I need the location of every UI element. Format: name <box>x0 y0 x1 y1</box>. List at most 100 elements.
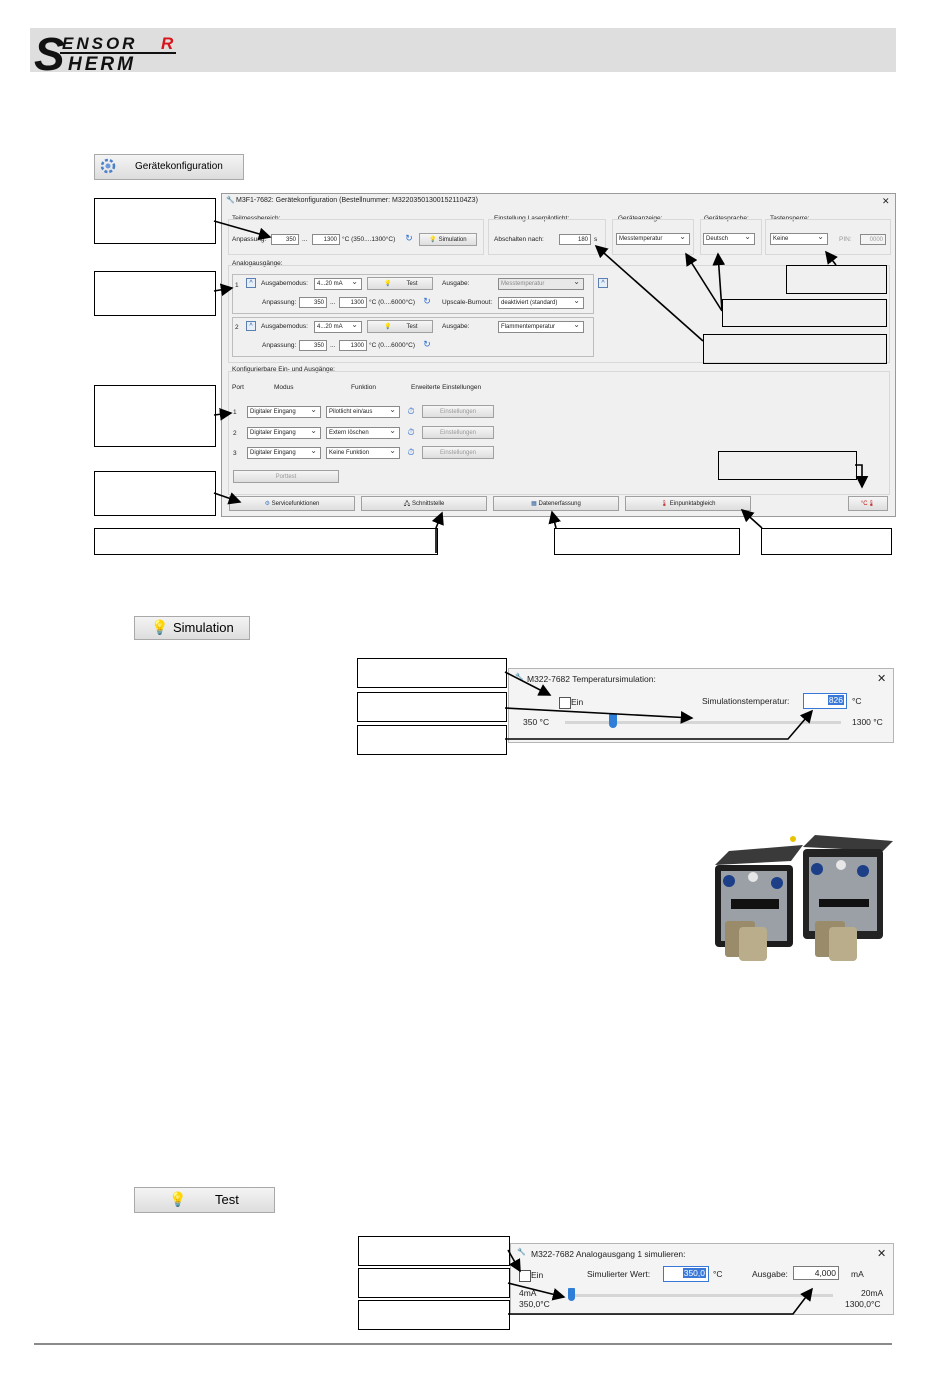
ein-label: Ein <box>531 1270 544 1280</box>
simulation-button[interactable]: 💡 Simulation <box>134 616 250 640</box>
slider-thumb[interactable] <box>568 1288 575 1301</box>
analog-2-num: 2 <box>235 324 239 331</box>
simulation-label: Simulation <box>173 620 234 635</box>
callout-box <box>358 1236 510 1266</box>
reset-icon[interactable]: ↻ <box>423 339 431 349</box>
abschalten-input[interactable]: 180 <box>559 234 591 245</box>
io-2-settings-button[interactable]: Einstellungen <box>422 426 494 439</box>
reset-icon[interactable]: ↻ <box>423 296 431 306</box>
analog-2-from-input[interactable]: 350 <box>299 340 327 351</box>
analog-1-to-input[interactable]: 1300 <box>339 297 367 308</box>
header-bar <box>30 28 896 72</box>
timer-icon[interactable]: ⏱ <box>407 447 415 457</box>
callout-box <box>94 271 216 316</box>
io-2-mode-select[interactable]: Digitaler Eingang <box>247 425 321 439</box>
io-1-settings-button[interactable]: Einstellungen <box>422 405 494 418</box>
io-3-func-select[interactable]: Keine Funktion <box>326 445 400 459</box>
teilmessbereich-group <box>228 219 484 255</box>
lightbulb-icon: 💡 <box>151 619 169 635</box>
porttest-button[interactable]: Porttest <box>233 470 339 483</box>
collapse-icon[interactable]: ^ <box>246 321 256 331</box>
io-header-func: Funktion <box>351 384 376 391</box>
analog-1-mode-select[interactable]: 4...20 mA <box>314 276 362 290</box>
callout-box <box>357 692 507 722</box>
laserpilot-group <box>488 219 606 255</box>
analog-1-num: 1 <box>235 282 239 289</box>
io-2-func-select[interactable]: Extern löschen <box>326 425 400 439</box>
config-window: 🔧 M3F1-7682: Gerätekonfiguration (Bestel… <box>221 193 896 517</box>
timer-icon[interactable]: ⏱ <box>407 406 415 416</box>
analog-slider[interactable] <box>571 1294 833 1297</box>
interface-icon: 🖧 <box>403 501 411 507</box>
io-1-mode-select[interactable]: Digitaler Eingang <box>247 404 321 418</box>
footer-divider <box>34 1343 892 1345</box>
io-3-settings-button[interactable]: Einstellungen <box>422 446 494 459</box>
analog-2-to-input[interactable]: 1300 <box>339 340 367 351</box>
svg-text:R: R <box>161 34 174 53</box>
tastensperre-select[interactable]: Keine <box>770 231 828 245</box>
analog-2-mode-select[interactable]: 4...20 mA <box>314 319 362 333</box>
io-port-3: 3 <box>233 450 237 457</box>
simulated-value-input[interactable]: 350,0 <box>663 1266 709 1282</box>
analog-1-test-button[interactable]: 💡Test <box>367 277 433 290</box>
geraetekonfiguration-button[interactable]: Gerätekonfiguration <box>94 154 244 180</box>
analog-2-out-select[interactable]: Flammentemperatur <box>498 319 584 333</box>
ein-checkbox[interactable] <box>559 697 571 709</box>
close-button[interactable]: ✕ <box>877 673 887 685</box>
gear-icon: ⚙ <box>264 501 270 507</box>
abschalten-unit: s <box>594 236 598 243</box>
analog-2-test-button[interactable]: 💡Test <box>367 320 433 333</box>
io-group-label: Konfigurierbare Ein- und Ausgänge: <box>232 366 335 373</box>
lightbulb-icon: 💡 <box>169 1191 187 1207</box>
analog-1-from-input[interactable]: 350 <box>299 297 327 308</box>
callout-box <box>94 528 438 555</box>
geraeteanzeige-select[interactable]: Messtemperatur <box>616 231 690 245</box>
simulation-small-button[interactable]: 💡 Simulation <box>419 233 477 246</box>
window-icon: 🔧 <box>517 1249 526 1256</box>
range-to-input[interactable]: 1300 <box>312 234 340 245</box>
callout-box <box>703 334 887 364</box>
schnittstelle-label: Schnittstelle <box>412 501 445 507</box>
min-temp: 350,0°C <box>519 1299 550 1309</box>
io-header-settings: Erweiterte Einstellungen <box>411 384 482 391</box>
data-grid-icon: ▦ <box>531 501 537 507</box>
window-icon: 🔧 <box>226 197 235 204</box>
analog-2-mode-label: Ausgabemodus: <box>261 323 308 330</box>
close-button[interactable]: ✕ <box>877 1248 887 1260</box>
pin-input[interactable]: 0000 <box>860 234 886 245</box>
sim-temp-slider[interactable] <box>565 721 841 724</box>
analog-2-range: °C (0....6000°C) <box>369 342 416 349</box>
servicefunktionen-button[interactable]: ⚙ Servicefunktionen <box>229 496 355 511</box>
unit-toggle-button[interactable]: °C🌡 <box>848 496 888 511</box>
io-1-func-select[interactable]: Pilotlicht ein/aus <box>326 404 400 418</box>
slider-thumb[interactable] <box>608 714 617 728</box>
range-info: °C (350....1300°C) <box>342 236 396 243</box>
burnout-select[interactable]: deaktiviert (standard) <box>498 295 584 309</box>
ein-checkbox[interactable] <box>519 1270 531 1282</box>
close-button[interactable]: ✕ <box>882 196 890 206</box>
window-icon: 🔧 <box>515 674 524 681</box>
timer-icon[interactable]: ⏱ <box>407 427 415 437</box>
reset-icon[interactable]: ↻ <box>405 233 413 243</box>
io-3-mode-select[interactable]: Digitaler Eingang <box>247 445 321 459</box>
collapse-all-icon[interactable]: ^ <box>598 278 608 288</box>
test-button[interactable]: 💡 Test <box>134 1187 275 1213</box>
einpunktabgleich-button[interactable]: 🌡 Einpunktabgleich <box>625 496 751 511</box>
laserpilot-group-label: Einstellung Laserpilotlicht: <box>494 215 570 222</box>
config-window-title: M3F1-7682: Gerätekonfiguration (Bestelln… <box>236 197 478 204</box>
output-input[interactable]: 4,000 <box>793 1266 839 1280</box>
tastensperre-label: Tastensperre: <box>770 215 810 222</box>
schnittstelle-button[interactable]: 🖧 Schnittstelle <box>361 496 487 511</box>
analog-1-out-select[interactable]: Messtemperatur <box>498 276 584 290</box>
sim-temp-input[interactable]: 826 <box>803 693 847 709</box>
geraetesprache-select[interactable]: Deutsch <box>703 231 755 245</box>
burnout-label: Upscale-Burnout: <box>442 299 493 306</box>
gear-icon <box>100 158 116 174</box>
callout-box <box>786 265 887 294</box>
simulated-value-unit: °C <box>713 1269 723 1279</box>
callout-box <box>357 725 507 755</box>
sim-min: 350 °C <box>523 717 550 727</box>
analog-group-label: Analogausgänge: <box>232 260 283 267</box>
collapse-icon[interactable]: ^ <box>246 278 256 288</box>
max-ma: 20mA <box>861 1288 884 1298</box>
